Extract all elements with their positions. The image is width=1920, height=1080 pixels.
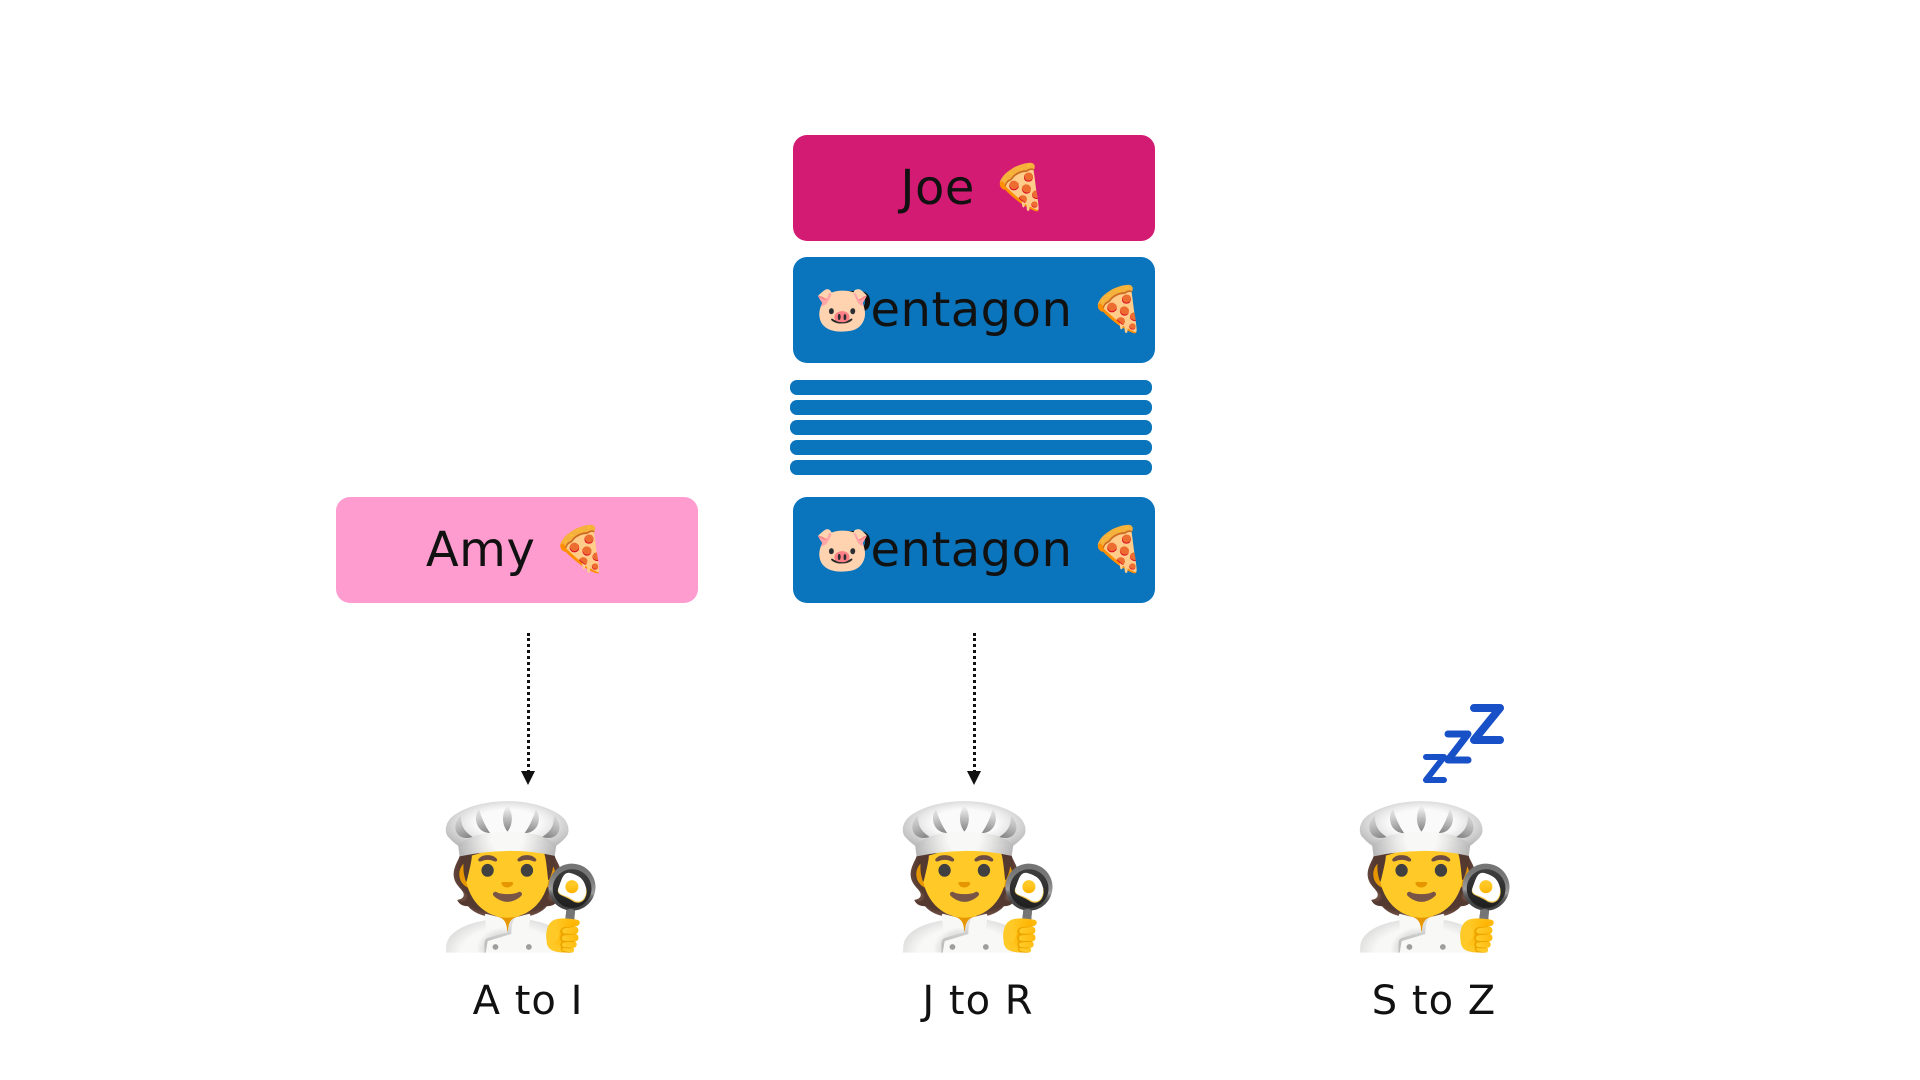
pizza-icon: 🍕 — [1090, 524, 1146, 575]
order-name: Amy — [425, 522, 536, 578]
order-name: Joe — [900, 160, 975, 216]
order-card-joe: Joe 🍕 — [793, 135, 1155, 241]
stacked-order-line — [790, 400, 1152, 415]
order-name: Pentagon — [842, 282, 1073, 338]
stacked-order-line — [790, 460, 1152, 475]
order-card-pentagon: 🐷 Pentagon 🍕 — [793, 497, 1155, 603]
stacked-order-line — [790, 420, 1152, 435]
pizza-icon: 🍕 — [1090, 284, 1146, 335]
pizza-icon: 🍕 — [992, 162, 1048, 213]
arrow-down-icon — [964, 633, 984, 789]
stacked-order-line — [790, 440, 1152, 455]
chef-icon: 🧑‍🍳 — [1348, 796, 1520, 957]
pizza-icon: 🍕 — [553, 524, 609, 575]
pig-icon: 🐷 — [815, 524, 870, 575]
chef-range-label: J to R — [922, 978, 1034, 1024]
order-card-pentagon: 🐷 Pentagon 🍕 — [793, 257, 1155, 363]
chef-icon: 🧑‍🍳 — [434, 796, 606, 957]
pig-icon: 🐷 — [815, 284, 870, 335]
order-card-amy: Amy 🍕 — [336, 497, 698, 603]
chef-icon: 🧑‍🍳 — [891, 796, 1063, 957]
chef-range-label: S to Z — [1371, 978, 1497, 1024]
arrow-down-icon — [518, 633, 538, 789]
stacked-order-line — [790, 380, 1152, 395]
sleeping-zzz-icon — [1423, 704, 1504, 783]
order-name: Pentagon — [842, 522, 1073, 578]
chef-range-label: A to I — [472, 978, 584, 1024]
